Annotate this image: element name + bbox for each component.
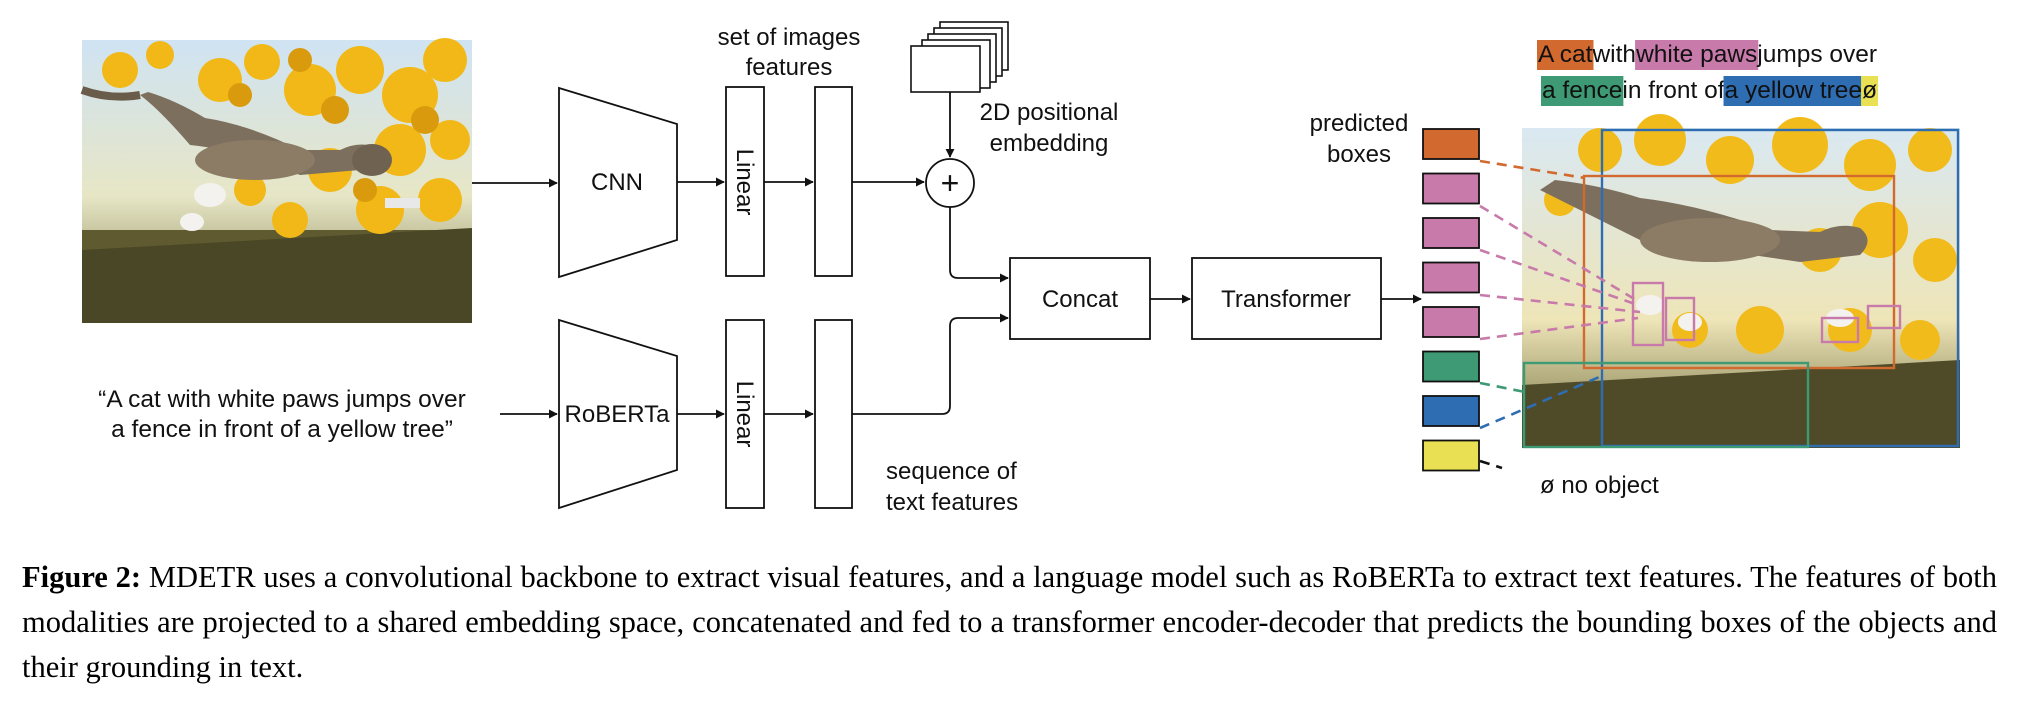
predicted-box-2	[1422, 172, 1480, 205]
roberta-label: RoBERTa	[565, 401, 671, 428]
predicted-box-5	[1422, 306, 1480, 338]
grounding-line-6	[1479, 381, 1526, 394]
predicted-boxes-label-1: predicted	[1310, 110, 1409, 137]
sentence-line2-highlight-5	[1861, 76, 1879, 106]
paw-box-2	[1664, 296, 1696, 342]
caption-text: MDETR uses a convolutional backbone to e…	[22, 560, 1998, 684]
positional-label-2: embedding	[990, 130, 1109, 157]
no-object-label: ø no object	[1540, 472, 1659, 499]
transformer-block	[1191, 257, 1382, 340]
predicted-box-7	[1422, 395, 1480, 427]
sentence-line2-segment-1: a fence	[1542, 77, 1622, 104]
predicted-box-6	[1422, 350, 1480, 383]
sentence-line2-segment-5: ø	[1862, 77, 1877, 104]
grounding-line-1	[1479, 159, 1586, 180]
text-feature-bar	[814, 319, 853, 509]
linear-label-image: Linear	[731, 149, 758, 216]
sentence-line1-segment-4: jumps over	[1756, 41, 1877, 68]
sentence-line1-segment-2: with	[1591, 41, 1636, 68]
flow-arrows	[472, 92, 1422, 419]
caption-label: Figure 2:	[22, 560, 142, 594]
grounding-line-7	[1479, 373, 1605, 430]
paw-box-1	[1631, 281, 1665, 347]
cnn-block	[558, 86, 678, 279]
predicted-box-1	[1422, 128, 1480, 160]
grounding-line-5	[1479, 316, 1639, 341]
grounding-line-8	[1479, 459, 1503, 470]
concat-block	[1009, 257, 1151, 340]
sentence-line2-highlight-1	[1541, 76, 1624, 106]
input-text-line2: a fence in front of a yellow tree”	[111, 416, 453, 443]
grounding-line-4	[1479, 293, 1641, 314]
sentence-line1-segment-1: A cat	[1538, 41, 1593, 68]
detection-boxes	[1522, 128, 1960, 449]
text-features-label-1: sequence of	[886, 458, 1017, 485]
figure-caption: Figure 2: MDETR uses a convolutional bac…	[22, 555, 1997, 690]
plus-icon: +	[941, 165, 960, 201]
linear-label-text: Linear	[731, 381, 758, 448]
paw-box-3	[1820, 316, 1860, 344]
predicted-boxes	[1422, 128, 1480, 472]
predicted-box-4	[1422, 261, 1480, 294]
sentence-line1-segment-3: white paws	[1635, 41, 1757, 68]
predicted-box-3	[1422, 217, 1480, 249]
grounding-line-2	[1479, 204, 1637, 302]
output-cat-photo	[1522, 114, 1960, 448]
input-text-line1: “A cat with white paws jumps over	[98, 386, 466, 413]
image-features-label-2: features	[746, 54, 833, 81]
linear-block-image	[725, 86, 765, 277]
paw-box-4	[1866, 304, 1902, 330]
image-features-label-1: set of images	[718, 24, 861, 51]
sentence-line2-segment-3: a yellow tree	[1725, 77, 1863, 104]
text-features-label-2: text features	[886, 489, 1018, 516]
image-feature-bar	[814, 86, 853, 277]
transformer-label: Transformer	[1221, 286, 1351, 313]
concat-label: Concat	[1042, 286, 1118, 313]
sentence-line1-highlight-1	[1537, 40, 1594, 70]
roberta-block	[558, 318, 678, 510]
predicted-boxes-label-2: boxes	[1327, 141, 1391, 168]
cnn-label: CNN	[591, 169, 643, 196]
sentence-line1-highlight-3	[1635, 40, 1759, 70]
predicted-box-8	[1422, 439, 1480, 472]
input-cat-photo	[80, 38, 472, 323]
positional-label-1: 2D positional	[980, 99, 1119, 126]
grounding-lines	[1479, 159, 1641, 470]
grounding-line-3	[1479, 248, 1639, 307]
sentence-line2-segment-2: in front of	[1622, 77, 1724, 104]
positional-embedding-stack	[910, 21, 1009, 93]
sentence-line2-highlight-3	[1723, 76, 1864, 106]
detection-box-2	[1582, 174, 1896, 370]
mdetr-diagram: “A cat with white paws jumps over a fenc…	[80, 21, 1960, 516]
detection-box-3	[1522, 361, 1810, 449]
